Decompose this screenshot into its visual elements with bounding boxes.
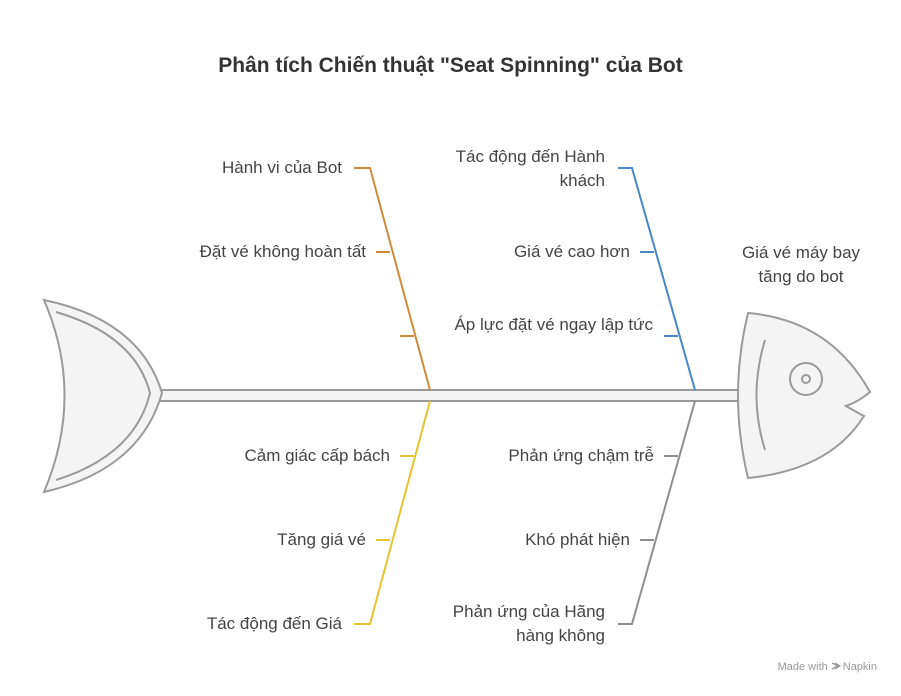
diagram-title: Phân tích Chiến thuật "Seat Spinning" củ…	[218, 54, 683, 77]
fish-tail	[42, 298, 164, 494]
brand-text: Napkin	[842, 661, 877, 673]
cause-label: Áp lực đặt vé ngay lập tức	[454, 315, 653, 334]
cause-label: Tăng giá vé	[277, 530, 366, 549]
category-label-bottom-right: Phản ứng của Hãng hàng không	[452, 602, 605, 645]
made-with-text: Made with	[777, 661, 828, 673]
bone-bottom-right	[618, 400, 696, 625]
cause-label: Phản ứng chậm trễ	[508, 446, 654, 465]
fish-spine	[157, 389, 741, 402]
cause-label: Khó phát hiện	[525, 530, 630, 549]
category-label-top-right: Tác động đến Hành khách	[455, 147, 605, 190]
effect-label: Giá vé máy bay tăng do bot	[741, 243, 861, 286]
napkin-logo-icon	[831, 662, 841, 670]
made-with-napkin: Made with Napkin	[778, 661, 877, 673]
cause-label: Giá vé cao hơn	[513, 242, 630, 261]
bone-top-right	[618, 167, 696, 391]
bone-bottom-left	[354, 400, 431, 625]
category-label-top-left: Hành vi của Bot	[221, 158, 342, 177]
cause-label: Cảm giác cấp bách	[244, 446, 390, 465]
category-label-bottom-left: Tác động đến Giá	[206, 614, 342, 633]
fish-head	[737, 311, 872, 480]
cause-label: Đặt vé không hoàn tất	[199, 242, 366, 261]
bone-top-left	[354, 167, 431, 391]
